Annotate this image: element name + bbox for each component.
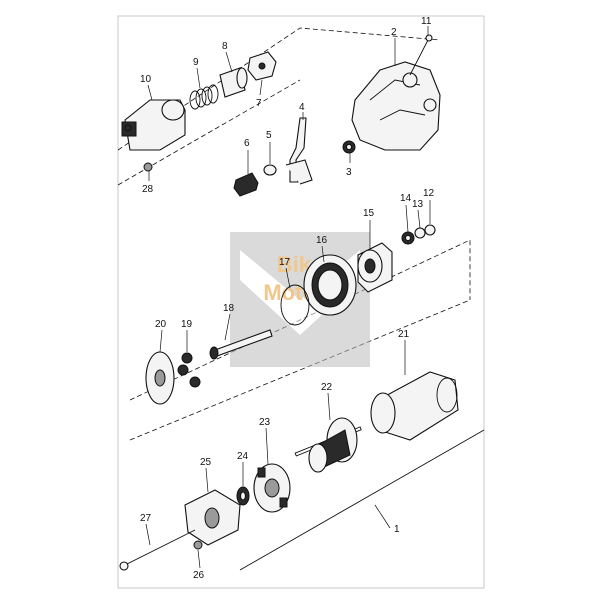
bolt-part <box>409 34 433 76</box>
block-part <box>233 172 259 197</box>
callout-10: 10 <box>140 74 152 85</box>
callout-26: 26 <box>193 570 205 581</box>
washer-part <box>263 164 277 176</box>
shift-lever-part <box>285 117 313 185</box>
planet-gears-part <box>177 352 201 388</box>
callout-25: 25 <box>200 457 212 468</box>
pinion-clutch-part <box>357 242 393 293</box>
callout-28: 28 <box>142 184 154 195</box>
brush-holder-part <box>253 463 291 513</box>
spring-part <box>189 84 219 110</box>
callout-19: 19 <box>181 319 193 330</box>
holder-part <box>247 51 277 81</box>
callout-12: 12 <box>423 188 435 199</box>
retaining-ring-part <box>280 284 310 326</box>
callout-4: 4 <box>299 102 305 113</box>
callout-7: 7 <box>256 98 262 109</box>
callout-1: 1 <box>394 524 400 535</box>
yoke-part <box>370 371 459 441</box>
callout-17: 17 <box>279 257 291 268</box>
callout-2: 2 <box>391 27 397 38</box>
callout-9: 9 <box>193 57 199 68</box>
callout-14: 14 <box>400 193 412 204</box>
callout-8: 8 <box>222 41 228 52</box>
screw-part <box>143 162 153 172</box>
plunger-part <box>219 67 248 98</box>
callout-labels: 1 2 3 4 5 6 7 8 9 10 11 12 13 14 15 16 1… <box>140 16 435 581</box>
callout-16: 16 <box>316 235 328 246</box>
through-bolt-part <box>119 529 196 571</box>
callout-20: 20 <box>155 319 167 330</box>
end-cover-part <box>184 489 241 546</box>
callout-24: 24 <box>237 451 249 462</box>
callout-27: 27 <box>140 513 152 524</box>
bearing-part <box>236 486 250 506</box>
callout-21: 21 <box>398 329 410 340</box>
callout-15: 15 <box>363 208 375 219</box>
gear-part <box>342 140 356 154</box>
callout-22: 22 <box>321 382 333 393</box>
solenoid-part <box>121 99 186 151</box>
callout-11: 11 <box>421 16 432 27</box>
callout-13: 13 <box>412 199 424 210</box>
shaft-part <box>209 329 273 360</box>
diagram-border <box>117 15 485 589</box>
ring-gear-part <box>303 254 357 316</box>
leader-lines <box>145 26 431 569</box>
callout-5: 5 <box>266 130 272 141</box>
washers-group <box>401 224 436 245</box>
housing-part <box>351 61 441 151</box>
plate-part <box>145 351 175 405</box>
callout-23: 23 <box>259 417 271 428</box>
callout-18: 18 <box>223 303 235 314</box>
callout-3: 3 <box>346 167 352 178</box>
cover-screw-part <box>193 540 203 550</box>
armature-part <box>294 417 362 473</box>
callout-6: 6 <box>244 138 250 149</box>
